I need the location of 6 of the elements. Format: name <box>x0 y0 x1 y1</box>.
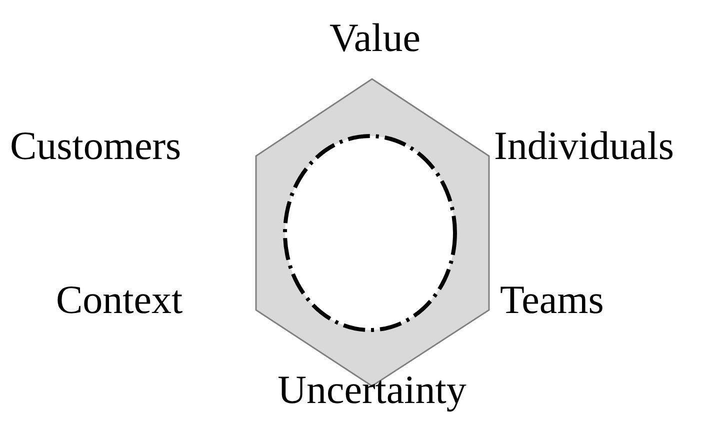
vertex-label: Uncertainty <box>278 368 466 412</box>
vertex-label: Context <box>56 278 183 322</box>
vertex-label: Individuals <box>494 124 674 168</box>
vertex-label: Value <box>329 16 421 60</box>
vertex-label: Teams <box>500 278 604 322</box>
vertex-label: Customers <box>10 124 182 168</box>
